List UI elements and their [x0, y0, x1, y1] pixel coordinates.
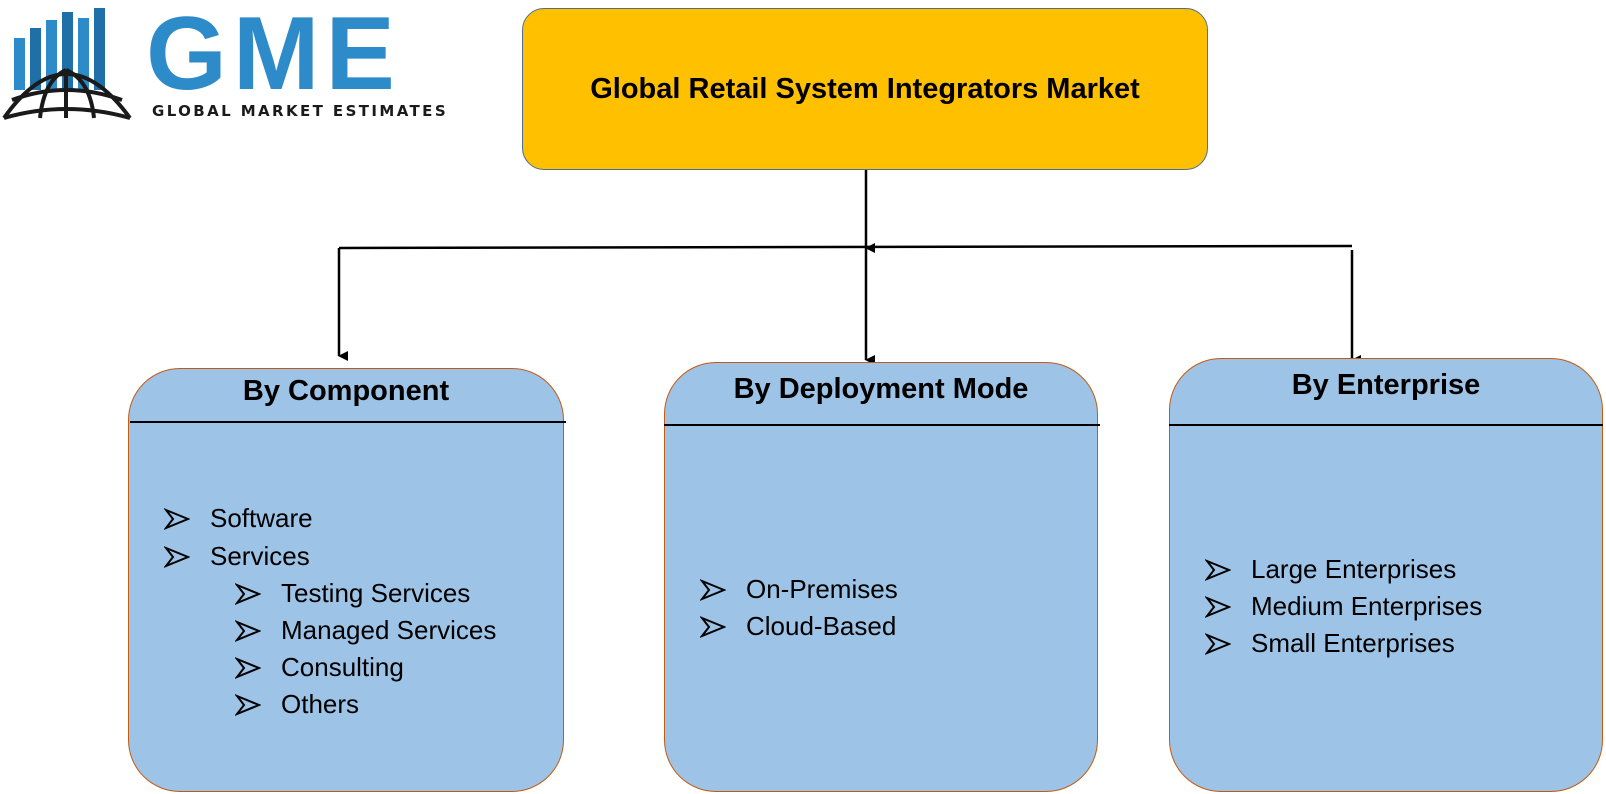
list-item-label: On-Premises	[746, 574, 898, 604]
list-item-label: Cloud-Based	[746, 611, 897, 641]
list-item-label: Large Enterprises	[1251, 554, 1457, 584]
list-item: Managed Services	[235, 615, 496, 646]
list-item: Consulting	[235, 652, 404, 683]
list-item-label: Others	[281, 689, 360, 719]
list-item-label: Managed Services	[281, 615, 497, 645]
segment-box-component: By Component	[128, 368, 564, 792]
list-item-label: Services	[210, 541, 310, 571]
segment-divider	[130, 421, 566, 423]
list-item-label: Small Enterprises	[1251, 628, 1455, 658]
arrow-bullet-icon	[164, 507, 190, 530]
list-item-label: Medium Enterprises	[1251, 591, 1483, 621]
list-item: On-Premises	[700, 574, 898, 605]
list-item: Medium Enterprises	[1205, 591, 1482, 622]
gme-logo: GME GLOBAL MARKET ESTIMATES	[0, 0, 490, 130]
segment-box-enterprise: By Enterprise	[1169, 358, 1603, 792]
logo-letters: GME	[146, 0, 401, 112]
list-item-label: Testing Services	[281, 578, 471, 608]
arrow-bullet-icon	[235, 693, 261, 716]
list-item: Large Enterprises	[1205, 554, 1456, 585]
arrow-bullet-icon	[700, 615, 726, 638]
arrow-bullet-icon	[1205, 595, 1231, 618]
list-item: Services	[164, 541, 310, 572]
list-item: Others	[235, 689, 359, 720]
arrow-bullet-icon	[235, 619, 261, 642]
list-item: Cloud-Based	[700, 611, 896, 642]
horizontal-bus-line	[338, 244, 1353, 250]
title-box: Global Retail System Integrators Market	[522, 8, 1208, 170]
list-item: Small Enterprises	[1205, 628, 1455, 659]
segment-heading: By Component	[242, 375, 450, 407]
arrow-bullet-icon	[235, 656, 261, 679]
arrow-bullet-icon	[235, 582, 261, 605]
arrow-bullet-icon	[1205, 558, 1231, 581]
segment-divider	[664, 424, 1100, 426]
segment-divider	[1169, 424, 1603, 426]
diagram-title: Global Retail System Integrators Market	[590, 72, 1140, 105]
arrow-bullet-icon	[700, 578, 726, 601]
list-item: Testing Services	[235, 578, 470, 609]
arrow-bullet-icon	[164, 545, 190, 568]
list-item-label: Software	[210, 503, 313, 533]
arrow-bullet-icon	[1205, 632, 1231, 655]
globe-bar-chart-icon	[2, 8, 132, 120]
list-item-label: Consulting	[281, 652, 404, 682]
list-item: Software	[164, 503, 313, 534]
logo-subtitle: GLOBAL MARKET ESTIMATES	[152, 102, 449, 120]
segment-heading: By Deployment Mode	[733, 373, 1029, 405]
segment-heading: By Enterprise	[1291, 369, 1481, 401]
segment-box-deployment: By Deployment Mode	[664, 362, 1098, 792]
